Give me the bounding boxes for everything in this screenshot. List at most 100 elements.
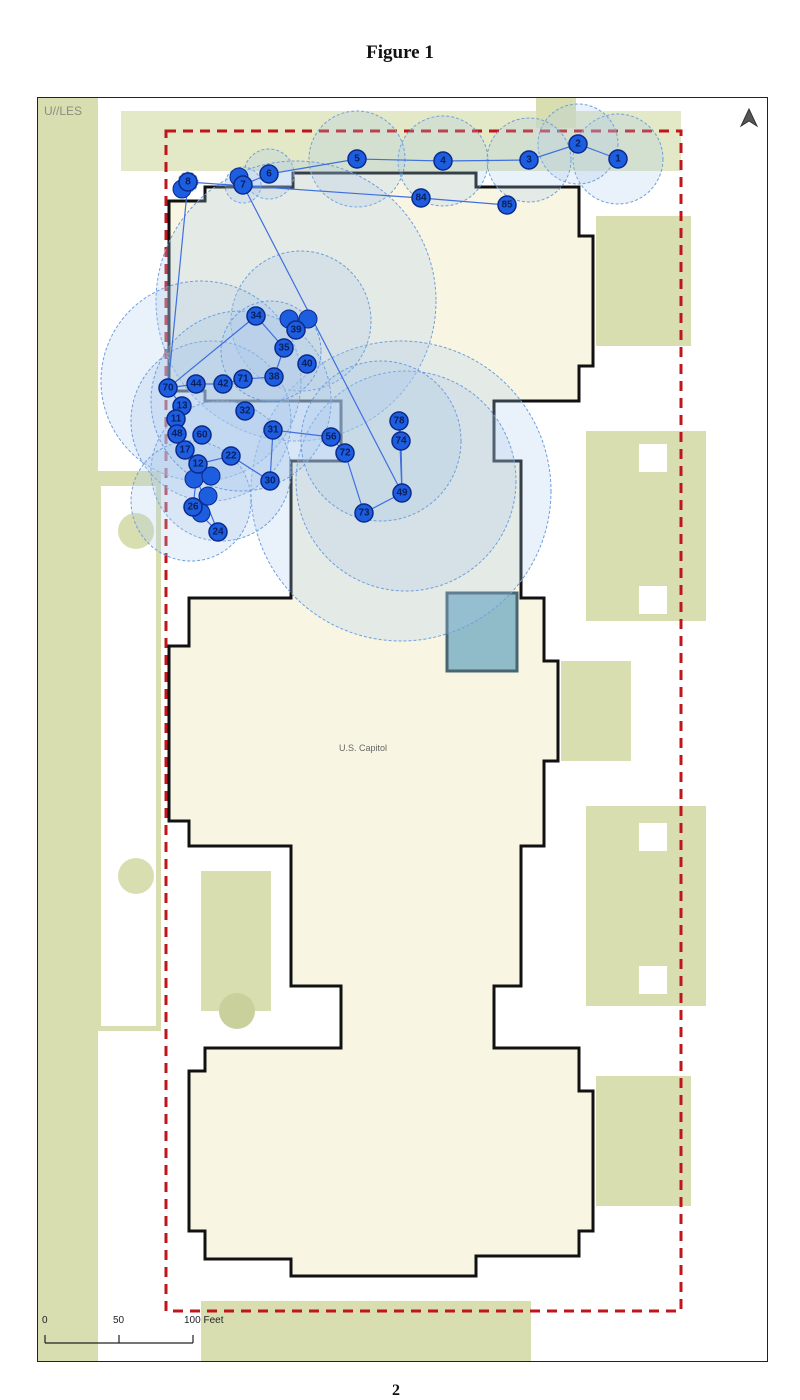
location-point-42[interactable]: 42 <box>213 374 233 394</box>
point-marker <box>433 151 453 171</box>
location-point-22[interactable]: 22 <box>221 446 241 466</box>
location-point-26[interactable]: 26 <box>183 497 203 517</box>
location-point-39[interactable]: 39 <box>286 320 306 340</box>
point-marker <box>391 431 411 451</box>
location-point[interactable] <box>198 486 218 506</box>
point-label: 34 <box>250 311 262 322</box>
area-of-interest <box>445 591 519 673</box>
point-label: 22 <box>225 451 237 462</box>
point-label: 4 <box>440 156 446 167</box>
point-label: 49 <box>396 488 408 499</box>
location-point[interactable] <box>298 309 318 329</box>
location-point-31[interactable]: 31 <box>263 420 283 440</box>
point-marker <box>274 338 294 358</box>
point-marker <box>167 424 187 444</box>
point-label: 73 <box>358 508 370 519</box>
point-marker <box>260 471 280 491</box>
point-label: 1 <box>615 154 621 165</box>
point-label: 8 <box>185 177 191 188</box>
point-marker <box>335 443 355 463</box>
point-label: 30 <box>264 476 276 487</box>
location-point-35[interactable]: 35 <box>274 338 294 358</box>
point-marker <box>259 164 279 184</box>
point-marker <box>208 522 228 542</box>
point-label: 42 <box>217 379 229 390</box>
location-point-48[interactable]: 48 <box>167 424 187 444</box>
scale-tick-100: 100 Feet <box>184 1315 224 1326</box>
point-label: 12 <box>192 459 204 470</box>
point-label: 31 <box>267 425 279 436</box>
location-point-73[interactable]: 73 <box>354 503 374 523</box>
point-marker <box>354 503 374 523</box>
figure-title: Figure 1 <box>366 42 434 63</box>
buffer-circle <box>295 370 517 592</box>
location-point-78[interactable]: 78 <box>389 411 409 431</box>
point-label: 2 <box>575 139 581 150</box>
point-label: 13 <box>176 401 188 412</box>
point-marker <box>233 369 253 389</box>
point-label: 40 <box>301 359 313 370</box>
location-point-4[interactable]: 4 <box>433 151 453 171</box>
point-label: 32 <box>239 406 251 417</box>
location-point-1[interactable]: 1 <box>608 149 628 169</box>
location-point-38[interactable]: 38 <box>264 367 284 387</box>
point-label: 7 <box>240 180 246 191</box>
point-marker <box>519 150 539 170</box>
location-point-60[interactable]: 60 <box>192 425 212 445</box>
point-marker <box>233 175 253 195</box>
point-marker <box>389 411 409 431</box>
location-point-49[interactable]: 49 <box>392 483 412 503</box>
location-point-32[interactable]: 32 <box>235 401 255 421</box>
point-label: 71 <box>237 374 249 385</box>
location-point-74[interactable]: 74 <box>391 431 411 451</box>
point-marker <box>497 195 517 215</box>
location-point-40[interactable]: 40 <box>297 354 317 374</box>
point-marker <box>178 172 198 192</box>
location-point[interactable] <box>201 466 221 486</box>
point-marker <box>235 401 255 421</box>
location-point-3[interactable]: 3 <box>519 150 539 170</box>
location-point-84[interactable]: 84 <box>411 188 431 208</box>
north-arrow-icon <box>739 107 759 128</box>
point-marker <box>568 134 588 154</box>
location-point-2[interactable]: 2 <box>568 134 588 154</box>
point-marker <box>175 440 195 460</box>
location-point-72[interactable]: 72 <box>335 443 355 463</box>
location-point-71[interactable]: 71 <box>233 369 253 389</box>
classification-marking: U//LES <box>44 104 83 118</box>
point-label: 48 <box>171 429 183 440</box>
point-label: 24 <box>212 527 224 538</box>
capitol-building <box>167 171 595 1278</box>
location-point-7[interactable]: 7 <box>233 175 253 195</box>
point-marker <box>221 446 241 466</box>
location-point-17[interactable]: 17 <box>175 440 195 460</box>
point-label: 5 <box>354 154 360 165</box>
location-point-70[interactable]: 70 <box>158 378 178 398</box>
location-point-85[interactable]: 85 <box>497 195 517 215</box>
location-point-34[interactable]: 34 <box>246 306 266 326</box>
location-point-30[interactable]: 30 <box>260 471 280 491</box>
point-marker <box>411 188 431 208</box>
point-label: 35 <box>278 343 290 354</box>
location-point-44[interactable]: 44 <box>186 374 206 394</box>
building-label: U.S. Capitol <box>339 743 388 753</box>
scale-bar <box>44 1335 194 1344</box>
buffer-circle <box>155 160 437 442</box>
point-marker <box>158 378 178 398</box>
point-marker <box>392 483 412 503</box>
location-point-8[interactable]: 8 <box>178 172 198 192</box>
page-number: 2 <box>392 1382 400 1399</box>
point-label: 60 <box>196 430 208 441</box>
location-point-6[interactable]: 6 <box>259 164 279 184</box>
point-label: 78 <box>393 416 405 427</box>
location-point-24[interactable]: 24 <box>208 522 228 542</box>
location-point-5[interactable]: 5 <box>347 149 367 169</box>
scale-tick-0: 0 <box>42 1315 48 1326</box>
point-label: 39 <box>290 325 302 336</box>
location-point-12[interactable]: 12 <box>188 454 208 474</box>
point-marker <box>264 367 284 387</box>
location-point-56[interactable]: 56 <box>321 427 341 447</box>
point-label: 70 <box>162 383 174 394</box>
